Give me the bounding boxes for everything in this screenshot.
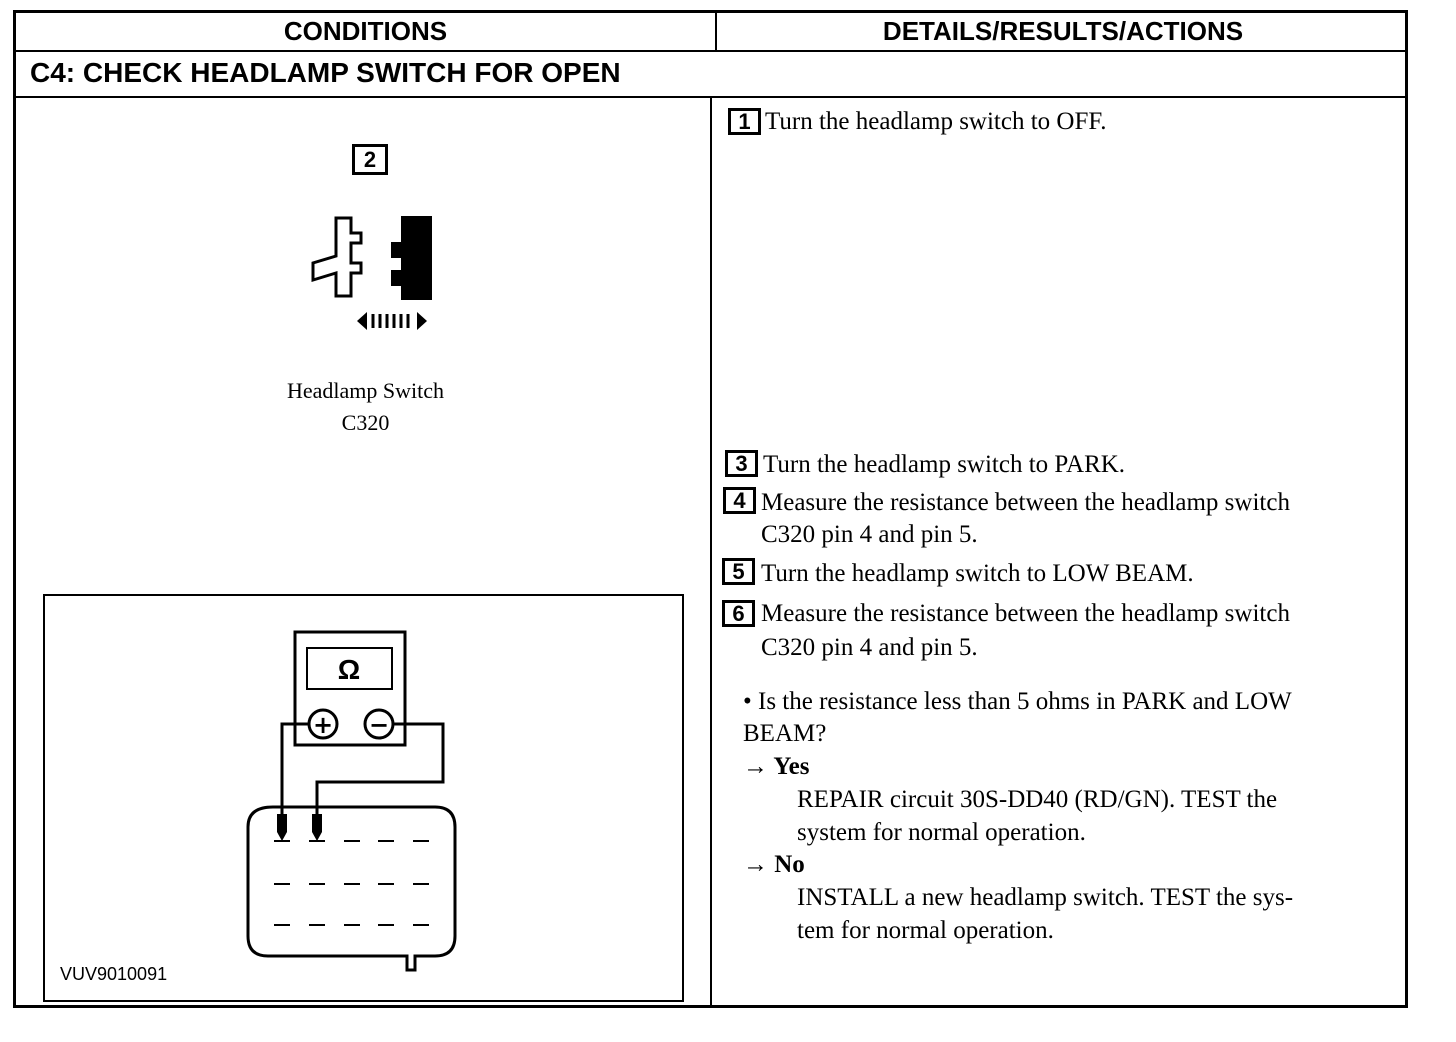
connector-pin-rows <box>274 840 429 926</box>
step-number-4: 4 <box>723 487 756 514</box>
positive-probe <box>277 814 287 841</box>
caption-connector-id: C320 <box>341 410 390 435</box>
disconnect-arrow-shaft <box>371 314 410 328</box>
yes-action-line1: REPAIR circuit 30S-DD40 (RD/GN). TEST th… <box>797 786 1278 813</box>
step-number-6: 6 <box>722 600 755 627</box>
step-number-5: 5 <box>722 558 755 585</box>
multimeter-display <box>306 647 393 690</box>
negative-test-lead <box>315 722 445 816</box>
step-number-1: 1 <box>728 108 761 135</box>
yes-label: → Yes <box>743 753 810 780</box>
connector-face <box>246 805 457 972</box>
question-line2: BEAM? <box>743 720 827 747</box>
step-3-text: Turn the headlamp switch to PARK. <box>763 451 1126 478</box>
yes-action-line2: system for normal operation. <box>797 819 1086 846</box>
headlamp-switch-connector-diagram <box>311 216 432 330</box>
mating-connector-body <box>391 216 432 300</box>
minus-symbol: − <box>369 711 389 739</box>
details-header: DETAILS/RESULTS/ACTIONS <box>882 16 1244 46</box>
conditions-header: CONDITIONS <box>283 16 448 46</box>
procedure-table: CONDITIONS DETAILS/RESULTS/ACTIONS C4: C… <box>13 10 1408 1008</box>
header-rule <box>16 50 1405 52</box>
positive-test-lead <box>280 722 309 816</box>
section-rule <box>16 96 1405 98</box>
header-divider <box>715 13 717 50</box>
negative-probe <box>312 814 322 841</box>
ohmmeter-test-diagram: Ω + − <box>246 630 457 972</box>
no-action-line2: tem for normal operation. <box>797 917 1054 944</box>
step-number-3: 3 <box>725 450 758 477</box>
section-title: C4: CHECK HEADLAMP SWITCH FOR OPEN <box>30 57 621 88</box>
step-6-line1: Measure the resistance between the headl… <box>761 600 1290 627</box>
step-4-line2: C320 pin 4 and pin 5. <box>761 521 978 548</box>
column-divider <box>710 98 712 1008</box>
step-1-text: Turn the headlamp switch to OFF. <box>765 108 1107 135</box>
question-line1: • Is the resistance less than 5 ohms in … <box>743 688 1292 715</box>
figure-id: VUV9010091 <box>60 964 168 984</box>
plus-symbol: + <box>313 711 333 739</box>
step-5-text: Turn the headlamp switch to LOW BEAM. <box>761 560 1194 587</box>
connector-housing-outline <box>311 216 363 298</box>
no-label: → No <box>743 851 805 878</box>
step-4-line1: Measure the resistance between the headl… <box>761 489 1290 516</box>
no-action-line1: INSTALL a new headlamp switch. TEST the … <box>797 884 1294 911</box>
step-6-line2: C320 pin 4 and pin 5. <box>761 634 978 661</box>
caption-headlamp-switch: Headlamp Switch <box>286 378 445 403</box>
ohm-symbol: Ω <box>338 654 360 685</box>
step-number-2: 2 <box>352 144 388 175</box>
disconnect-arrow-left <box>357 312 367 330</box>
ohmmeter-illustration: Ω + − <box>43 594 684 1002</box>
disconnect-arrow-right <box>417 312 427 330</box>
